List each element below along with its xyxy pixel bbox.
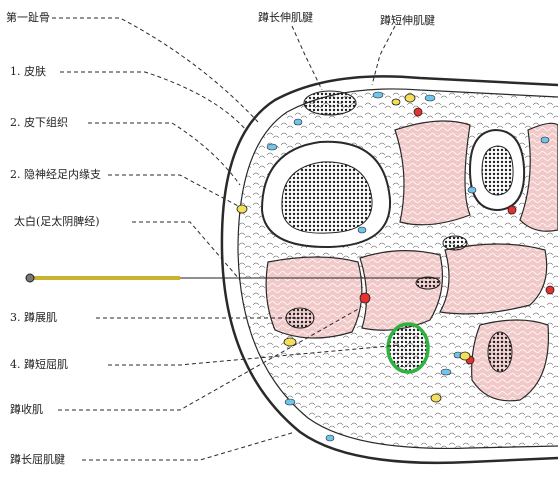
nerve — [392, 99, 400, 105]
nerve — [405, 94, 415, 102]
vein — [358, 227, 366, 233]
vein — [326, 435, 334, 441]
label-flexor-brevis: 4. 蹲短屈肌 — [10, 358, 68, 371]
vein — [468, 187, 476, 193]
nerve — [431, 394, 441, 402]
extensor-longus-tendon — [304, 91, 356, 115]
label-skin: 1. 皮肤 — [10, 65, 46, 78]
artery — [414, 108, 422, 116]
nerve — [460, 352, 470, 360]
adductor-muscle — [440, 244, 547, 314]
needle-handle — [26, 274, 34, 282]
tendon-small-3 — [488, 332, 512, 372]
label-taibai: 太白(足太阴脾经) — [14, 215, 100, 228]
tendon-small-4 — [416, 277, 440, 289]
label-abductor-brevis: 3. 蹲展肌 — [10, 311, 57, 324]
second-bone-marrow — [482, 146, 513, 195]
flexor-longus-tendon-section — [388, 324, 428, 372]
label-extensor-brevis-tendon: 蹲短伸肌腱 — [380, 14, 435, 27]
vein — [425, 95, 435, 101]
artery — [508, 206, 516, 214]
abductor-muscle — [266, 257, 362, 338]
label-extensor-longus-tendon: 蹲长伸肌腱 — [258, 11, 313, 24]
label-adductor: 蹲收肌 — [10, 403, 43, 416]
label-first-phalanx: 第一趾骨 — [6, 11, 50, 24]
vein — [373, 92, 383, 98]
label-flexor-longus-tendon: 蹲长屈肌腱 — [10, 453, 65, 466]
tendon-small-1 — [443, 236, 467, 250]
bone-marrow — [282, 162, 372, 233]
label-subcutaneous: 2. 皮下组织 — [10, 116, 68, 129]
vein — [285, 399, 295, 405]
nerve — [237, 205, 247, 213]
interosseous-muscle — [395, 121, 470, 225]
label-taibai-note: (足太阴脾经) — [36, 215, 100, 228]
vein — [267, 144, 277, 150]
flexor-brevis-muscle — [360, 251, 442, 331]
vein — [441, 369, 451, 375]
vein — [541, 137, 549, 143]
label-saphenous-branch: 2. 隐神经足内缘支 — [10, 168, 101, 181]
vein — [294, 119, 302, 125]
artery — [360, 293, 370, 303]
artery — [546, 286, 554, 294]
label-taibai-name: 太白 — [14, 215, 36, 228]
